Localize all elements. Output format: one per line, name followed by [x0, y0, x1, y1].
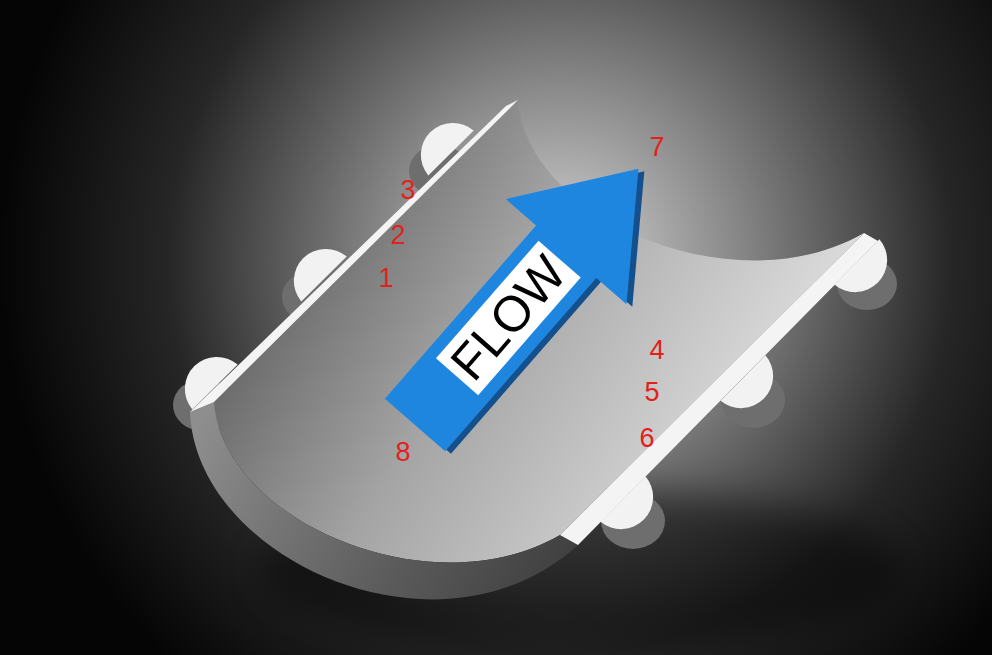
arrow-depth	[361, 119, 705, 480]
callout-number: 8	[395, 439, 410, 466]
callout-number: 7	[649, 134, 664, 161]
rib-caps	[185, 123, 887, 529]
callout-number: 3	[400, 177, 415, 204]
callout-number: 2	[390, 222, 405, 249]
callout-number: 6	[639, 425, 654, 452]
callout-number: 5	[644, 379, 659, 406]
callout-number: 4	[649, 337, 664, 364]
callout-number: 1	[378, 265, 393, 292]
arrow-body	[355, 116, 699, 477]
pipe-cut-face	[190, 402, 578, 599]
